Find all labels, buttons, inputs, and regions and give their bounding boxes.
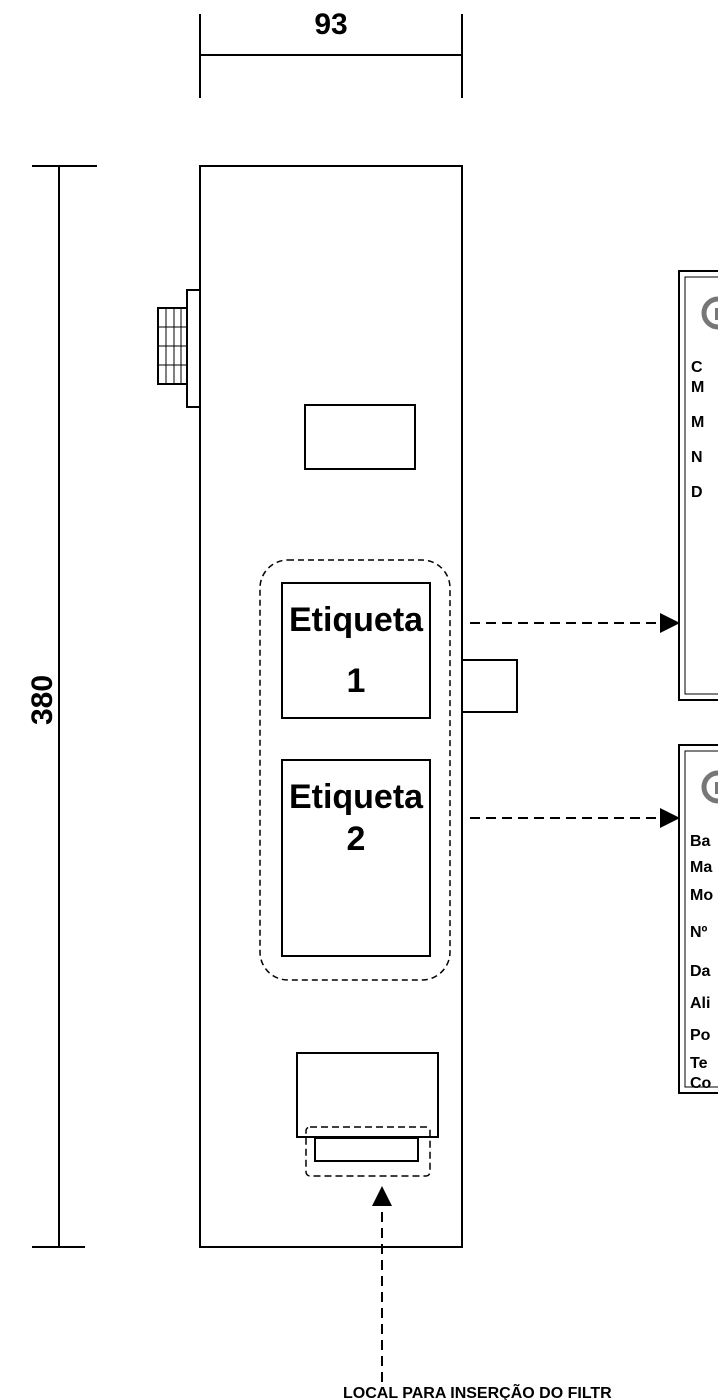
side-tab [461,659,518,713]
label-1-title: Etiqueta [289,601,424,639]
width-dimension: 93 [199,8,463,98]
card-1-line-1: C [691,359,703,376]
info-icon [701,296,718,330]
card-2-line-8: Te [690,1055,708,1072]
card-2-line-3: Mo [690,887,713,904]
side-connector [157,289,201,408]
label-box-2: Etiqueta 2 [281,759,431,957]
card-2-line-7: Po [690,1027,711,1044]
card-2-line-6: Ali [690,995,710,1012]
width-label: 93 [314,8,347,41]
filter-caption: LOCAL PARA INSERÇÃO DO FILTR [343,1382,612,1400]
card-2-line-2: Ma [690,859,712,876]
info-card-2: Ba Ma Mo Nº Da Ali Po Te Co [678,744,718,1094]
card-1-line-2: M [691,379,704,396]
card-2-line-5: Da [690,963,711,980]
labels-region [259,559,451,981]
card-2-line-9: Co [690,1075,712,1092]
card-1-line-5: D [691,484,703,501]
info-card-1: C M M N D [678,270,718,701]
card-2-line-1: Ba [690,833,711,850]
card-1-line-3: M [691,414,704,431]
label-box-1: Etiqueta 1 [281,582,431,719]
filter-slot [296,1052,439,1177]
info-icon [701,770,718,804]
height-dimension: 380 [26,165,97,1248]
height-label: 380 [26,675,59,725]
display-window [304,404,416,470]
label-2-title: Etiqueta [289,778,424,816]
label-1-number: 1 [347,662,366,700]
card-2-line-4: Nº [690,924,708,941]
label-2-number: 2 [347,820,366,858]
card-1-line-4: N [691,449,703,466]
